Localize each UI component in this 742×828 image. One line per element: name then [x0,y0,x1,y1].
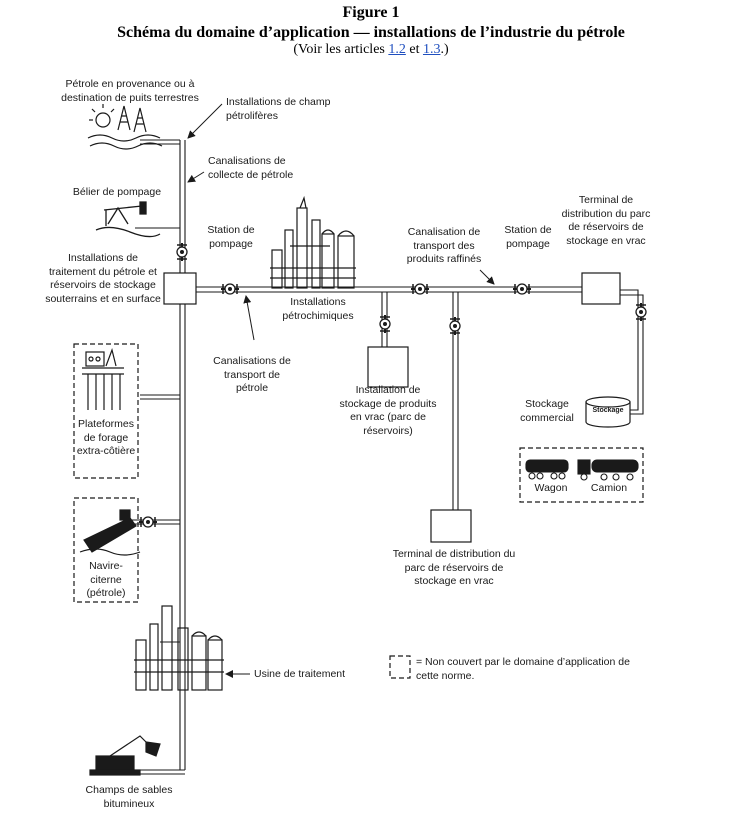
link-article-1-3[interactable]: 1.3 [422,42,441,57]
pump-station-1-valve [220,283,240,295]
truck-icon [577,459,639,481]
tanker-not-covered-box [73,497,139,603]
label-oilfield-facilities: Installations de champ pétrolifères [226,96,331,122]
subtitle-prefix: (Voir les articles [293,42,389,57]
label-bulk-terminal-right: Terminal de distribution du parc de rése… [561,194,651,247]
label-tanker: Navire-citerne (pétrole) [86,560,126,599]
legend-text: = Non couvert par le domaine d’applicati… [416,656,630,682]
link-article-1-2[interactable]: 1.2 [388,42,406,57]
bottom-terminal-box [430,509,472,543]
label-onshore-wells: Pétrole en provenance ou à destination d… [61,78,199,104]
callout-arrows [187,103,495,678]
bulk-storage-valve [379,314,391,334]
label-treatment-storage: Installations de traitement du pétrole e… [45,252,161,305]
trunk-valve [176,242,188,262]
processing-plant-icon [134,605,224,691]
label-petrochemical: Installations pétrochimiques [282,296,354,322]
legend-swatch [389,655,411,679]
label-gathering-pipelines: Canalisations de collecte de pétrole [208,155,294,181]
valve-mid [410,283,430,295]
figure-number: Figure 1 [342,4,400,21]
subtitle-mid: et [405,42,423,57]
treatment-box [163,272,197,305]
label-processing-plant: Usine de traitement [254,668,346,680]
pump-station-2-valve [512,283,532,295]
label-transport-pipelines: Canalisations de transport de pétrole [213,355,291,394]
commercial-valve [635,302,647,322]
label-pump-station-1: Station de pompage [207,224,255,250]
offshore-platform-icon [82,347,124,410]
figure-subtitle: (Voir les articles 1.2 et 1.3.) [0,42,742,58]
tanker-valve [138,516,158,528]
petrochemical-icon [270,195,356,289]
label-storage-tank: Stockage [592,407,624,414]
onshore-wells-icon [87,104,163,150]
pump-jack-icon [95,201,161,238]
label-oil-sands: Champs de sables bitumineux [85,784,173,810]
oil-sands-excavator-icon [89,735,161,776]
label-bulk-storage: Installation de stockage de produits en … [339,384,437,437]
bulk-storage-box [367,346,409,388]
subtitle-suffix: .) [440,42,449,57]
right-terminal-box [581,272,621,305]
label-refined-pipeline: Canalisation de transport des produits r… [406,226,482,265]
commercial-storage-tank-icon [585,396,631,428]
label-rail-car: Wagon [534,482,568,494]
label-offshore-platforms: Plateformes de forage extra-côtière [76,418,136,457]
label-commercial-storage: Stockage commercial [520,398,574,424]
label-bulk-terminal-bottom: Terminal de distribution du parc de rése… [392,548,516,587]
label-pump-jack: Bélier de pompage [72,186,162,198]
rail-car-icon [525,459,569,480]
bottom-terminal-valve [449,316,461,336]
offshore-not-covered-box [73,343,139,479]
label-truck: Camion [590,482,628,494]
label-pump-station-2: Station de pompage [504,224,552,250]
figure-title: Schéma du domaine d’application — instal… [117,24,625,41]
tanker-ship-icon [79,509,141,556]
